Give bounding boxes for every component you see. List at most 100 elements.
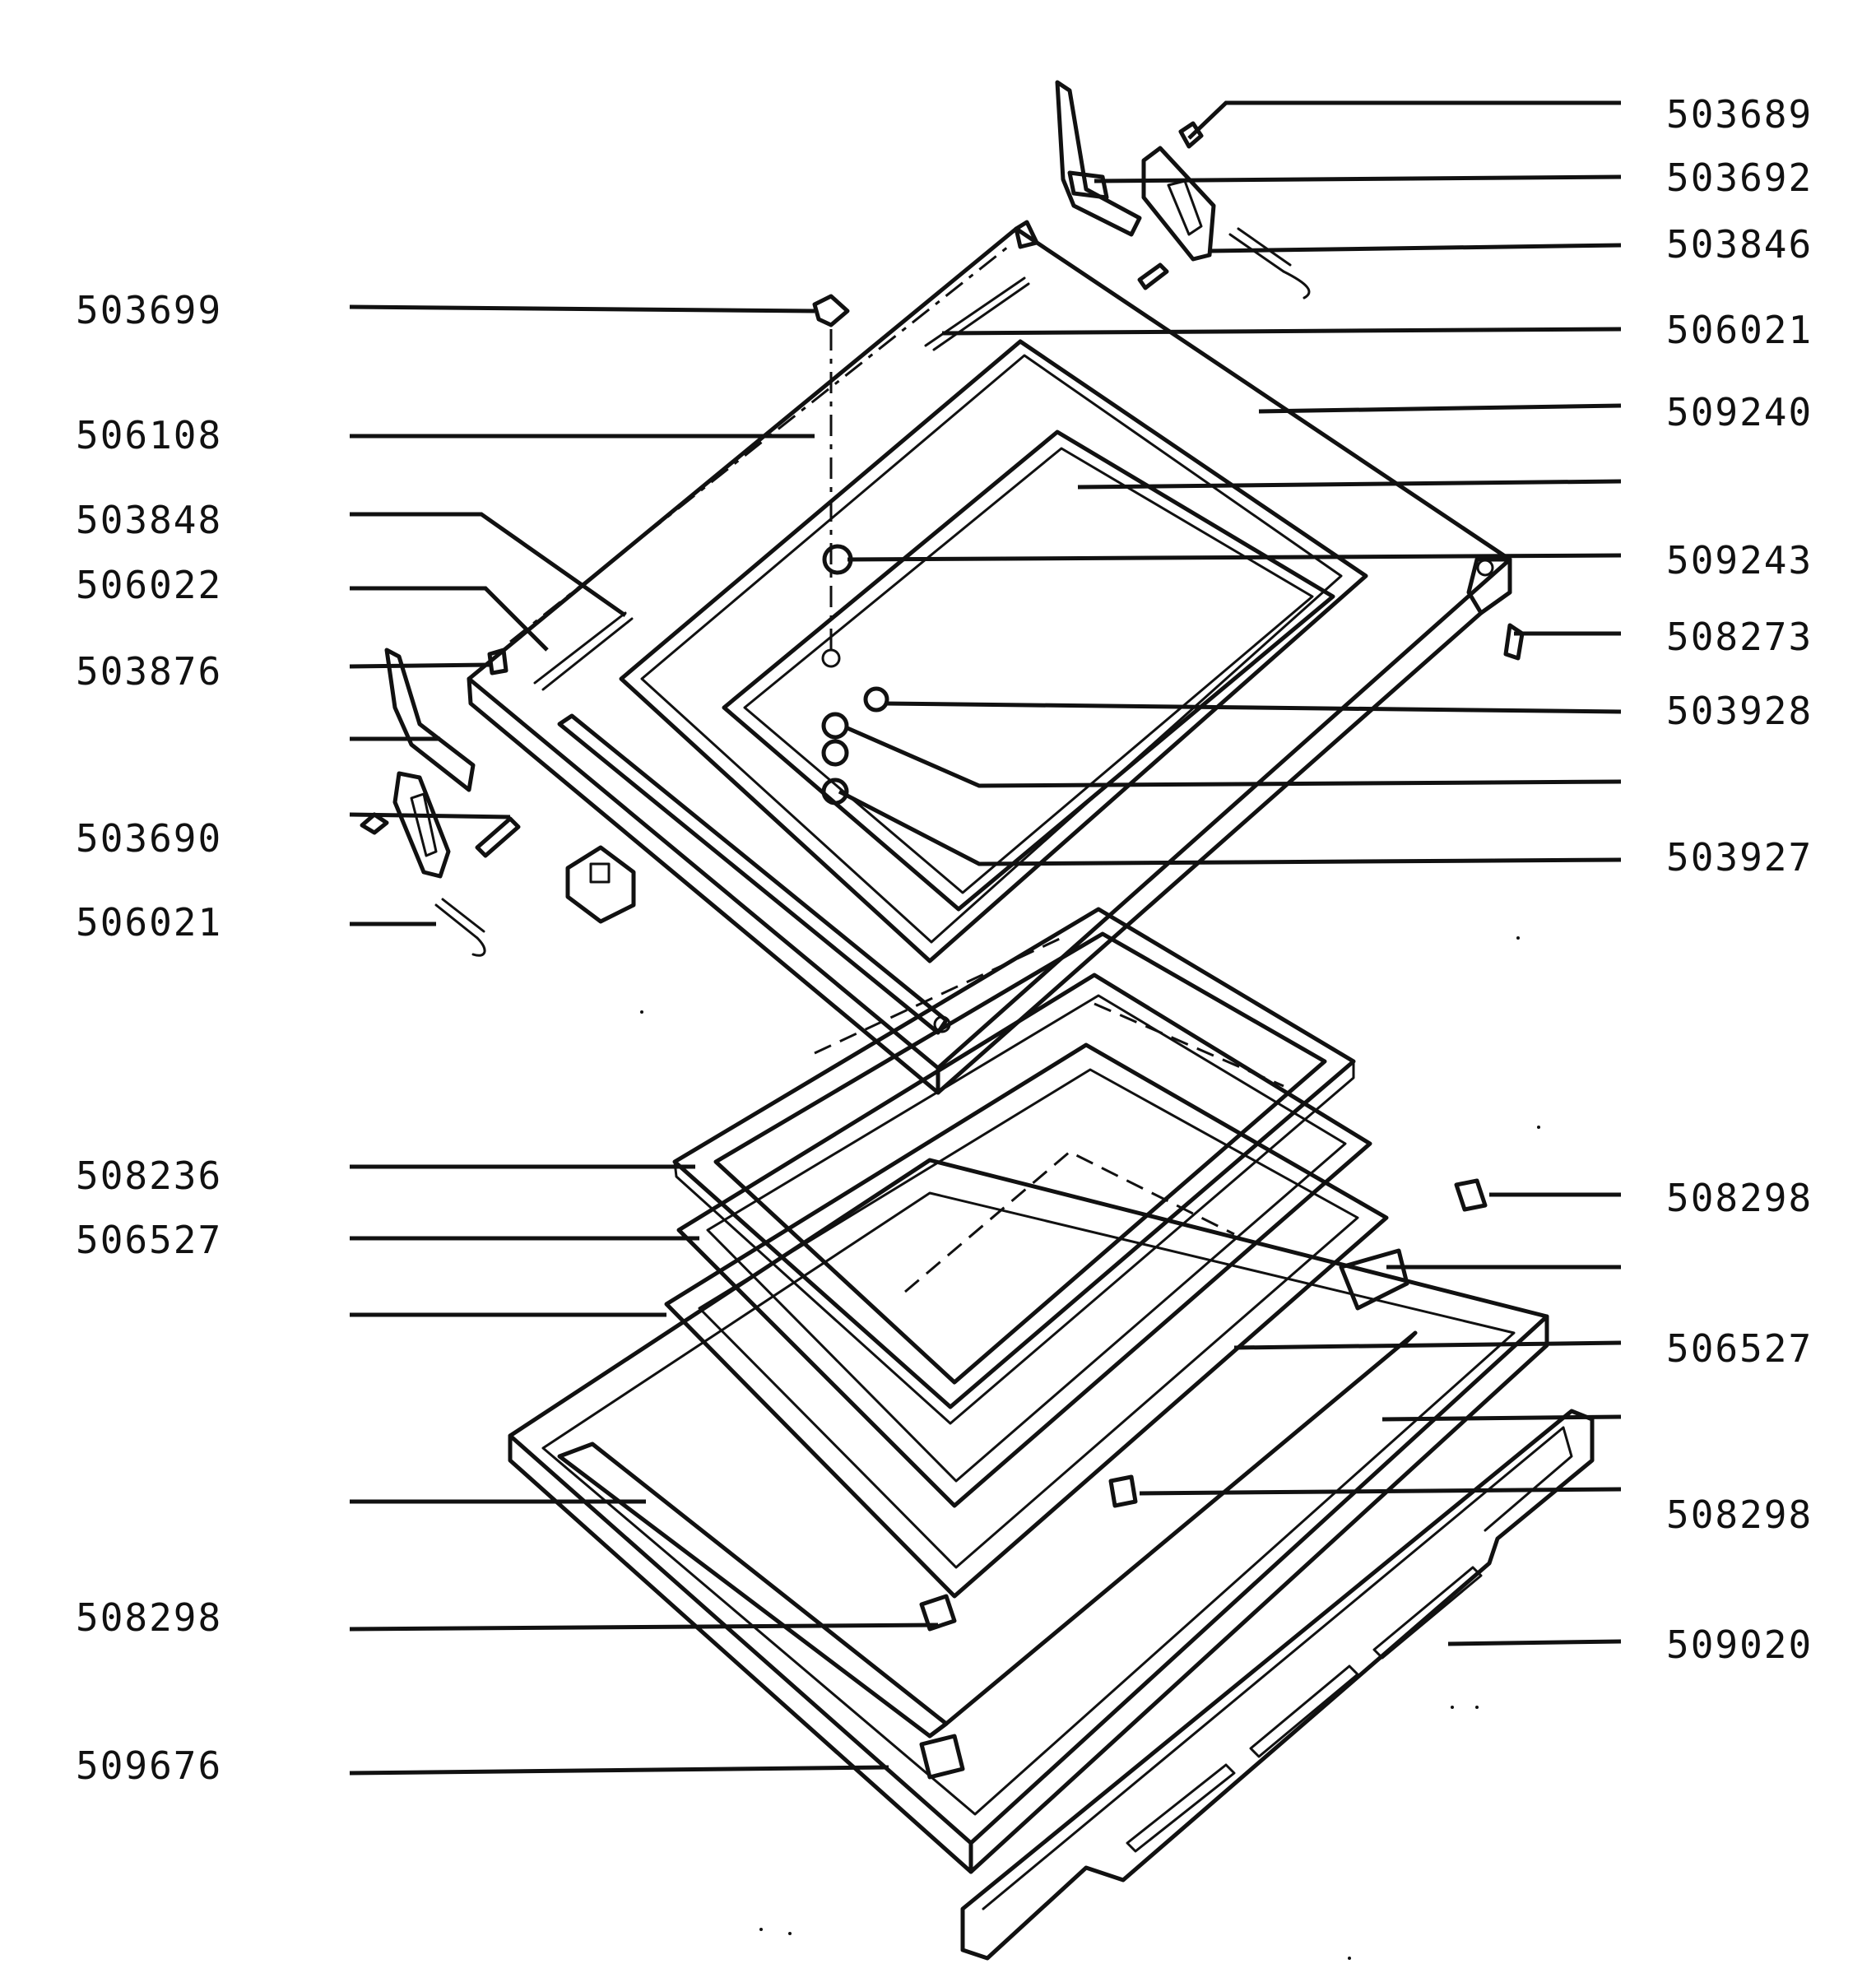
part-label-506022: 506022 (76, 563, 222, 607)
part-label-508298-right-1: 508298 (1666, 1176, 1813, 1220)
spring-hook-left (471, 936, 486, 957)
left-leader-lines (349, 304, 939, 1776)
part-label-503690: 503690 (76, 816, 222, 861)
hinge-plate-slot (1167, 179, 1203, 236)
top-panel-side-edge (936, 557, 1512, 1095)
inner-frame-inner (698, 1068, 1359, 1569)
part-label-503876: 503876 (76, 649, 222, 694)
part-label-508298-right-2: 508298 (1666, 1493, 1813, 1537)
part-label-509243: 509243 (1666, 538, 1813, 583)
top-panel-right-tab (1466, 557, 1512, 615)
leader-503699 (349, 304, 815, 313)
inner-frame-hidden (904, 1150, 1235, 1293)
glass-frame-inner (713, 931, 1327, 1385)
glass-reflection-1 (814, 936, 1062, 1055)
washer-503927 (821, 778, 849, 805)
part-label-508298-left: 508298 (76, 1595, 222, 1640)
clip-503876 (487, 648, 508, 675)
leader-503927 (838, 789, 1622, 866)
leader-509020 (1447, 1639, 1622, 1646)
hinge-plate-left (392, 771, 451, 879)
scan-specks (640, 936, 1540, 1960)
door-top-panel (467, 220, 1512, 1095)
screw-mark (821, 648, 841, 668)
axis-line-hinge (509, 245, 1009, 643)
glass-frame-edge (673, 1060, 1355, 1425)
door-bottom-panel-509676 (508, 1158, 1549, 1874)
leader-508298-right-2 (1139, 1487, 1622, 1496)
part-label-508273: 508273 (1666, 615, 1813, 659)
rail-inner (982, 1426, 1573, 1910)
right-labels: 503689 503692 503846 506021 509240 50924… (1666, 92, 1813, 1667)
top-right-hinge-parts (1055, 80, 1525, 661)
left-hinge-spring-506022 (533, 611, 634, 691)
rail-slot-2 (1249, 1664, 1359, 1758)
clip-508298-center (1108, 1474, 1138, 1508)
rail-slot-1 (1126, 1763, 1236, 1853)
bottom-panel-bar-left (557, 1442, 949, 1739)
bottom-panel-block-right (1339, 1248, 1409, 1311)
inner-frame-outer (664, 1042, 1389, 1599)
part-label-503848: 503848 (76, 498, 222, 542)
part-label-503846: 503846 (1666, 222, 1813, 267)
part-label-506021-left: 506021 (76, 900, 222, 945)
clip-508298-left (919, 1594, 957, 1632)
washer-509243 (822, 544, 853, 575)
leader-506527-right (1233, 1340, 1622, 1350)
hinge-bracket-slot (589, 862, 611, 884)
part-label-506527-left: 506527 (76, 1218, 222, 1262)
top-panel-edge (467, 676, 940, 1095)
leader-blank-r4 (1381, 1414, 1622, 1422)
left-labels: 503699 506108 503848 506022 503876 50369… (76, 288, 222, 1788)
hinge-lever-left (384, 648, 476, 792)
leader-503848 (350, 512, 627, 618)
top-panel-window-lip (743, 447, 1314, 894)
screw-503699 (812, 294, 850, 327)
bolt-right (1137, 262, 1169, 290)
hinge-plate-503846 (1141, 146, 1216, 262)
washer-503928 (863, 686, 889, 713)
part-label-509676: 509676 (76, 1743, 222, 1788)
rail-outer (960, 1409, 1595, 1961)
leader-blank-r1 (1077, 479, 1622, 490)
spring-hook-right (1282, 270, 1311, 299)
part-label-506108: 506108 (76, 413, 222, 457)
washer-mid-2 (821, 739, 849, 767)
part-label-506527-right: 506527 (1666, 1326, 1813, 1371)
top-hinge-spring-506021 (924, 276, 1030, 351)
right-leader-lines (838, 100, 1622, 1646)
hinge-lever-503692 (1055, 80, 1142, 237)
spring-506021-left (434, 898, 485, 940)
hinge-plate-left-slot (410, 792, 438, 857)
part-label-508236: 508236 (76, 1154, 222, 1198)
gasket-506527 (676, 973, 1372, 1508)
pin-503689 (1178, 121, 1204, 149)
leader-506021-right (941, 327, 1622, 336)
part-label-509020: 509020 (1666, 1623, 1813, 1667)
top-panel-inner-frame-2 (640, 354, 1343, 944)
bolt-left (360, 812, 389, 835)
leader-503689 (1187, 100, 1621, 140)
bottom-panel-edge (508, 1433, 973, 1874)
top-panel-hinge-bracket (565, 845, 636, 924)
top-panel-outer (467, 226, 1512, 1070)
part-label-503928: 503928 (1666, 689, 1813, 733)
leader-509240 (1258, 403, 1622, 414)
clip-508298-right (1454, 1178, 1488, 1212)
top-panel-window (722, 429, 1335, 912)
part-label-509240: 509240 (1666, 390, 1813, 434)
left-hinge-parts (360, 648, 521, 957)
part-label-503699: 503699 (76, 288, 222, 332)
top-panel-right-hole (1476, 559, 1494, 577)
part-label-503689: 503689 (1666, 92, 1813, 137)
clip-508273 (1503, 623, 1525, 661)
gasket-inner (706, 994, 1347, 1483)
bottom-panel-side-edge (968, 1314, 1549, 1874)
hinge-lever-slot (1067, 170, 1109, 200)
top-panel-lower-strip (557, 713, 949, 1035)
bolt-503690 (475, 816, 521, 858)
part-label-503927: 503927 (1666, 835, 1813, 880)
leader-503692 (1094, 174, 1622, 183)
part-label-503692: 503692 (1666, 156, 1813, 200)
